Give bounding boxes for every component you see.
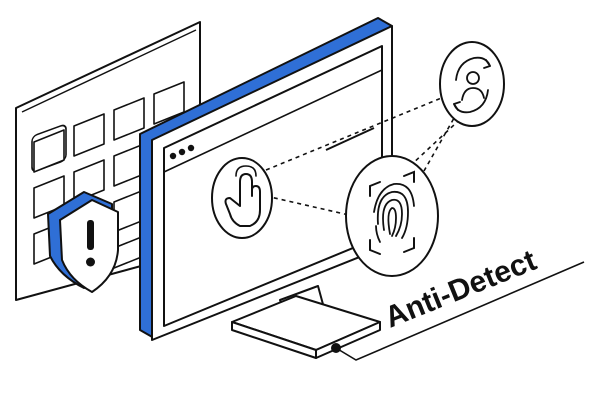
user-sync-icon — [439, 41, 505, 127]
warning-shield-icon — [47, 191, 119, 293]
touch-gesture-icon — [211, 157, 273, 239]
window-dot-3 — [187, 144, 195, 152]
monitor-stand — [231, 285, 381, 359]
window-dot-1 — [169, 152, 177, 160]
fingerprint-icon — [345, 155, 439, 277]
window-dot-2 — [178, 148, 186, 156]
